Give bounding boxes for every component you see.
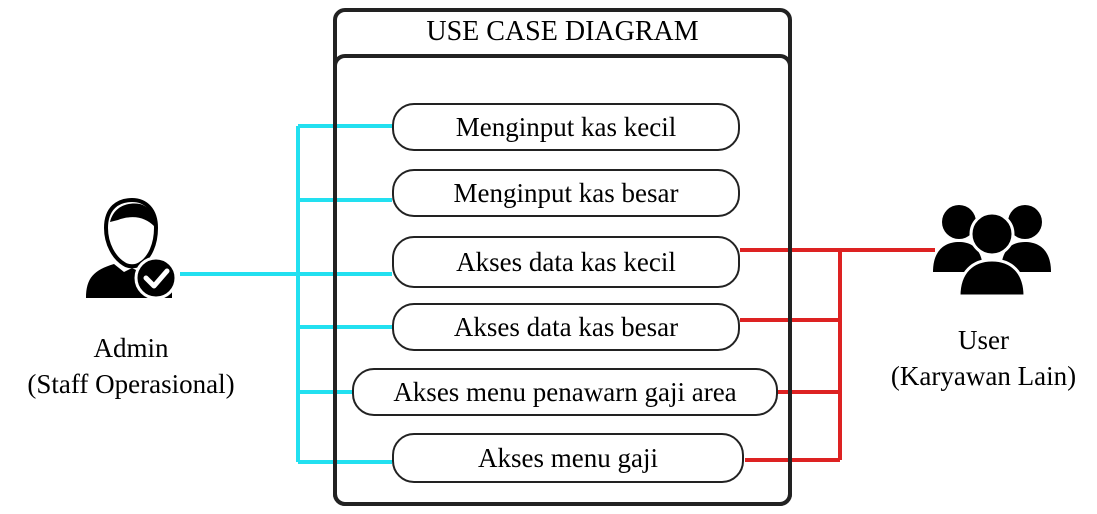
system-boundary [333, 54, 792, 506]
admin-role: (Staff Operasional) [27, 369, 235, 399]
use-case-menginput-kas-besar: Menginput kas besar [392, 169, 740, 217]
admin-associations [180, 124, 392, 464]
user-role: (Karyawan Lain) [890, 361, 1077, 391]
user-group-icon [933, 205, 1051, 298]
use-case-akses-menu-penawarn-gaji-area: Akses menu penawarn gaji area [352, 368, 778, 416]
use-case-menginput-kas-kecil: Menginput kas kecil [392, 103, 740, 151]
admin-actor-label: Admin (Staff Operasional) [0, 330, 262, 402]
use-case-akses-data-kas-kecil: Akses data kas kecil [392, 236, 740, 288]
use-case-akses-menu-gaji: Akses menu gaji [392, 433, 744, 483]
user-actor-label: User (Karyawan Lain) [870, 322, 1097, 394]
use-case-akses-data-kas-besar: Akses data kas besar [392, 303, 740, 351]
diagram-title: USE CASE DIAGRAM [426, 16, 699, 47]
verified-user-icon [86, 198, 178, 300]
admin-name: Admin [93, 333, 169, 363]
user-name: User [958, 325, 1009, 355]
